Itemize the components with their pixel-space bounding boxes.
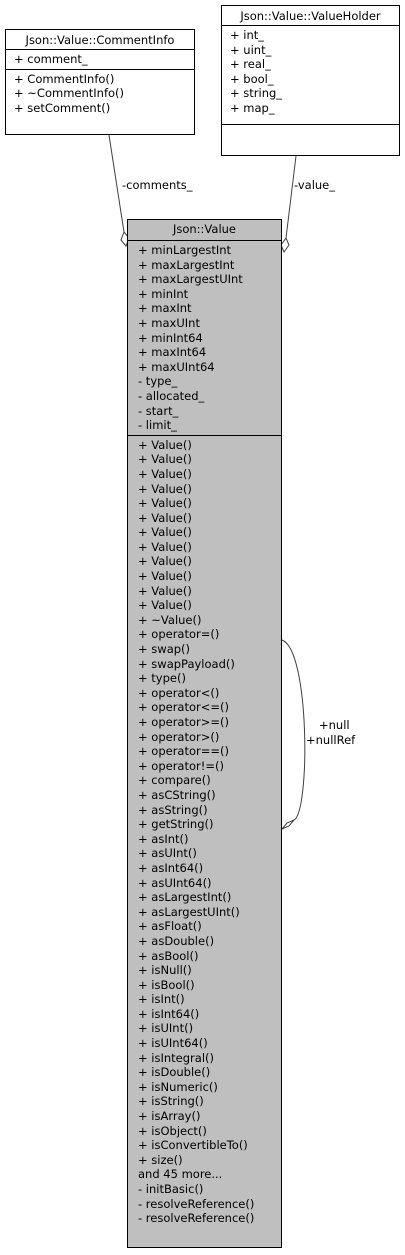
- class-method: + Value(): [138, 496, 192, 511]
- class-attribute: + minInt64: [138, 330, 203, 345]
- class-method: + isUInt(): [138, 1021, 194, 1036]
- class-method: + ~CommentInfo(): [14, 86, 125, 101]
- methods-section: + Value()+ Value()+ Value()+ Value()+ Va…: [128, 434, 281, 1228]
- class-method: + Value(): [138, 452, 192, 467]
- class-method: + Value(): [138, 569, 192, 584]
- class-method: + asLargestUInt(): [138, 904, 240, 919]
- class-method: + operator>=(): [138, 715, 229, 729]
- class-method: + Value(): [138, 510, 192, 525]
- class-title: Json::Value::CommentInfo: [6, 30, 194, 50]
- class-attribute: + minLargestInt: [138, 243, 232, 257]
- class-title: Json::Value::ValueHolder: [222, 6, 399, 26]
- class-attribute: + map_: [230, 100, 275, 115]
- class-method: + Value(): [138, 554, 192, 569]
- class-method: + Value(): [138, 481, 192, 496]
- class-attribute: + maxLargestUInt: [138, 272, 243, 287]
- class-method: + operator!=(): [138, 758, 224, 773]
- attributes-section: + int_+ uint_+ real_+ bool_+ string_+ ma…: [222, 26, 399, 124]
- class-attribute: + minInt: [138, 286, 189, 301]
- class-title: Json::Value: [128, 220, 281, 241]
- class-method: + isBool(): [138, 977, 195, 992]
- class-attribute: + maxUInt64: [138, 359, 215, 374]
- class-method: + operator<=(): [138, 700, 229, 715]
- class-method: - resolveReference(): [138, 1196, 255, 1211]
- class-method: + asString(): [138, 802, 208, 817]
- class-method: + isUInt64(): [138, 1036, 208, 1051]
- class-box-value[interactable]: Json::Value + minLargestInt+ maxLargestI…: [127, 219, 282, 1248]
- class-attribute: - allocated_: [138, 388, 205, 403]
- class-method: + asBool(): [138, 948, 199, 963]
- class-method: + operator<(): [138, 685, 220, 700]
- edge-label-null: +null: [319, 718, 350, 732]
- edge-self: [281, 639, 306, 821]
- class-method: + Value(): [138, 437, 192, 452]
- class-method: + isIntegral(): [138, 1050, 214, 1065]
- class-attribute: + maxUInt: [138, 315, 200, 330]
- edge-label-nullref: +nullRef: [306, 733, 356, 747]
- class-method: + isNull(): [138, 963, 192, 978]
- class-attribute: + bool_: [230, 71, 274, 86]
- class-method: + asDouble(): [138, 933, 215, 948]
- class-method: + isNumeric(): [138, 1079, 218, 1094]
- edge-value-diamond: [280, 236, 290, 254]
- class-attribute: + string_: [230, 86, 283, 101]
- class-method: + isInt64(): [138, 1006, 200, 1021]
- class-method: + type(): [138, 671, 186, 686]
- edge-value: [285, 155, 297, 239]
- class-method: + swapPayload(): [138, 656, 235, 671]
- class-method: + asCString(): [138, 787, 216, 802]
- class-attribute: - type_: [138, 374, 178, 389]
- class-method: + isDouble(): [138, 1065, 211, 1080]
- edge-comments: [108, 134, 125, 233]
- class-method: + compare(): [138, 773, 211, 788]
- attributes-section: + minLargestInt+ maxLargestInt+ maxLarge…: [128, 241, 281, 435]
- class-method: + Value(): [138, 466, 192, 481]
- class-attribute: - limit_: [138, 418, 177, 433]
- class-method: + asUInt64(): [138, 875, 212, 890]
- class-method: + asUInt(): [138, 846, 197, 861]
- class-method: - resolveReference(): [138, 1211, 255, 1226]
- class-attribute: + uint_: [230, 42, 272, 57]
- class-box-comment-info[interactable]: Json::Value::CommentInfo + comment_ + Co…: [5, 29, 195, 135]
- class-method: + ~Value(): [138, 612, 202, 627]
- class-attribute: + maxInt: [138, 301, 192, 316]
- class-method: + CommentInfo(): [14, 71, 115, 86]
- attributes-section: + comment_: [6, 50, 194, 69]
- methods-section: + CommentInfo()+ ~CommentInfo()+ setComm…: [6, 68, 194, 118]
- class-attribute: + comment_: [14, 52, 88, 66]
- class-attribute: - start_: [138, 403, 179, 418]
- class-box-value-holder[interactable]: Json::Value::ValueHolder + int_+ uint_+ …: [221, 5, 400, 156]
- class-method: + isObject(): [138, 1123, 207, 1138]
- class-method: + operator==(): [138, 744, 229, 759]
- class-method: + operator>(): [138, 729, 220, 744]
- class-method: + isArray(): [138, 1109, 201, 1124]
- edge-label-comments: -comments_: [122, 178, 193, 192]
- class-method: + isInt(): [138, 992, 185, 1007]
- methods-section: [222, 124, 399, 147]
- class-attribute: + maxInt64: [138, 345, 207, 360]
- class-method: + getString(): [138, 817, 214, 832]
- class-method: + asFloat(): [138, 919, 202, 934]
- class-method: + size(): [138, 1152, 183, 1167]
- class-method: + asLargestInt(): [138, 890, 232, 905]
- class-attribute: + int_: [230, 28, 265, 42]
- class-method: - initBasic(): [138, 1182, 204, 1196]
- class-attribute: + maxLargestInt: [138, 257, 235, 272]
- class-method: + setComment(): [14, 100, 111, 115]
- class-method: + isConvertibleTo(): [138, 1138, 248, 1153]
- edge-label-value: -value_: [294, 178, 336, 192]
- class-method: + Value(): [138, 539, 192, 554]
- class-method: + swap(): [138, 642, 191, 657]
- class-method: + asInt(): [138, 831, 189, 846]
- class-method: + Value(): [138, 583, 192, 598]
- class-attribute: + real_: [230, 57, 271, 72]
- edge-self-diamond: [281, 819, 295, 830]
- class-method: and 45 more...: [138, 1167, 223, 1182]
- class-method: + isString(): [138, 1094, 204, 1109]
- class-method: + Value(): [138, 525, 192, 540]
- class-method: + asInt64(): [138, 860, 204, 875]
- class-method: + operator=(): [138, 627, 220, 642]
- class-method: + Value(): [138, 598, 192, 613]
